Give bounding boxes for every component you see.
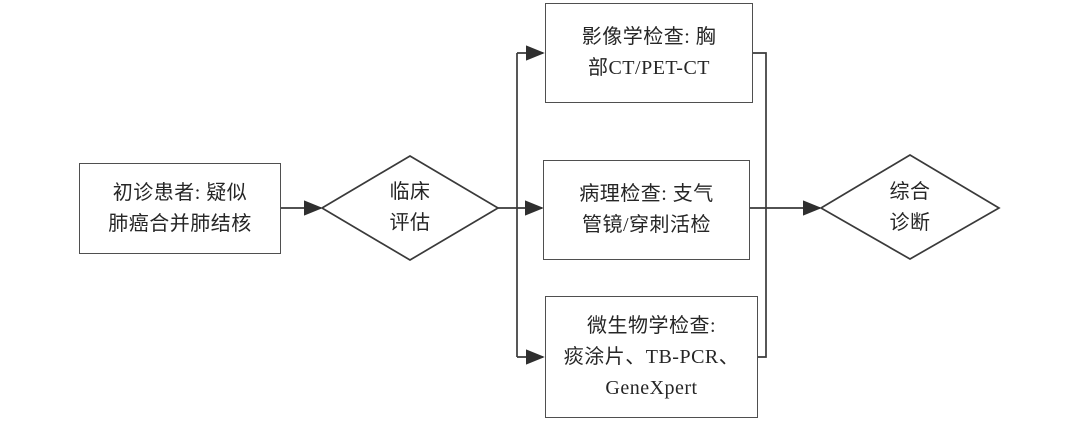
collector-line-right bbox=[753, 52, 767, 358]
microbiology-label-line-2: 痰涂片、TB-PCR、 bbox=[563, 345, 740, 368]
diagnosis-label-line-1: 综合 bbox=[889, 181, 931, 203]
patient-label-line-2: 肺癌合并肺结核 bbox=[108, 212, 252, 235]
patient-node: 初诊患者: 疑似 肺癌合并肺结核 bbox=[79, 163, 281, 254]
diagnosis-diamond-shape bbox=[819, 154, 1001, 260]
imaging-label-line-2: 部CT/PET-CT bbox=[587, 57, 711, 79]
diagnosis-node: 综合 诊断 bbox=[858, 177, 962, 239]
evaluation-diamond-shape bbox=[320, 155, 500, 261]
imaging-label-line-1: 影像学检查: 胸 bbox=[581, 26, 717, 48]
microbiology-node: 微生物学检查: 痰涂片、TB-PCR、 GeneXpert bbox=[545, 296, 758, 418]
imaging-node: 影像学检查: 胸 部CT/PET-CT bbox=[545, 3, 753, 103]
microbiology-label-line-3: GeneXpert bbox=[605, 376, 698, 399]
pathology-label-line-2: 管镜/穿刺活检 bbox=[581, 214, 712, 236]
microbiology-label-line-1: 微生物学检查: bbox=[586, 314, 717, 337]
evaluation-label-line-2: 评估 bbox=[389, 212, 431, 234]
patient-label-line-1: 初诊患者: 疑似 bbox=[112, 181, 248, 204]
pathology-label-line-1: 病理检查: 支气 bbox=[579, 183, 714, 205]
evaluation-node: 临床 评估 bbox=[358, 177, 462, 239]
evaluation-label-line-1: 临床 bbox=[389, 181, 431, 203]
pathology-node: 病理检查: 支气 管镜/穿刺活检 bbox=[543, 160, 750, 260]
diagnosis-label-line-2: 诊断 bbox=[889, 212, 931, 234]
